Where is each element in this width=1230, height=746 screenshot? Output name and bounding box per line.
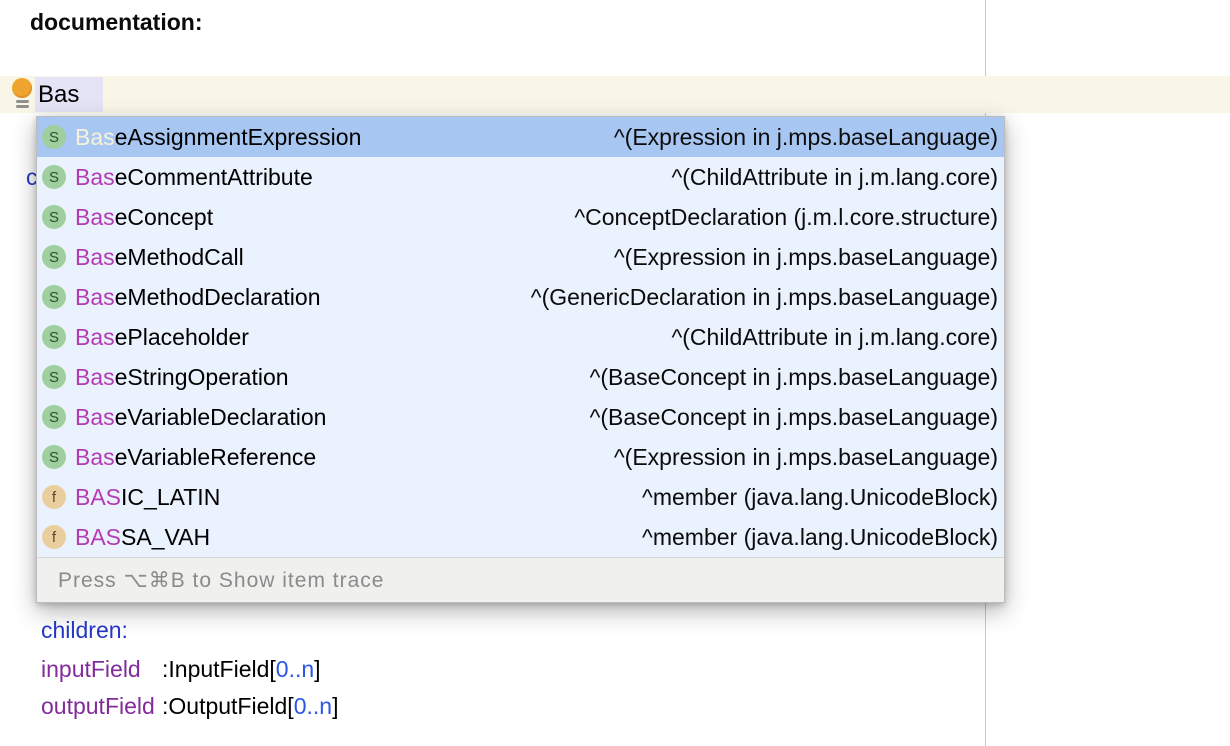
completion-item[interactable]: S BaseMethodDeclaration ^(GenericDeclara… bbox=[37, 277, 1004, 317]
item-kind-badge-icon: f bbox=[42, 525, 66, 549]
item-matched-prefix: BAS bbox=[75, 483, 122, 510]
child-bracket-close: ] bbox=[332, 693, 339, 719]
completion-item[interactable]: S BaseCommentAttribute ^(ChildAttribute … bbox=[37, 157, 1004, 197]
item-matched-prefix: Bas bbox=[75, 123, 115, 150]
item-type-annotation: ^member (java.lang.UnicodeBlock) bbox=[642, 523, 998, 550]
item-label: BASSA_VAH bbox=[75, 524, 210, 551]
item-label: BaseStringOperation bbox=[75, 364, 289, 391]
completion-popup-footer: Press ⌥⌘B to Show item trace bbox=[37, 557, 1004, 602]
item-kind-badge-icon: S bbox=[42, 445, 66, 469]
item-kind-badge-icon: S bbox=[42, 245, 66, 269]
completion-item[interactable]: f BASIC_LATIN ^member (java.lang.Unicode… bbox=[37, 477, 1004, 517]
completion-item[interactable]: S BaseVariableDeclaration ^(BaseConcept … bbox=[37, 397, 1004, 437]
child-type: :OutputField[ bbox=[162, 693, 294, 719]
item-kind-badge-icon: S bbox=[42, 205, 66, 229]
item-kind-badge-icon: S bbox=[42, 285, 66, 309]
item-type-annotation: ^(ChildAttribute in j.m.lang.core) bbox=[671, 163, 998, 190]
completion-item[interactable]: S BasePlaceholder ^(ChildAttribute in j.… bbox=[37, 317, 1004, 357]
item-type-annotation: ^(GenericDeclaration in j.mps.baseLangua… bbox=[530, 283, 998, 310]
item-type-annotation: ^(ChildAttribute in j.m.lang.core) bbox=[671, 323, 998, 350]
item-matched-prefix: Bas bbox=[75, 403, 115, 430]
intention-lightbulb-icon[interactable] bbox=[12, 78, 32, 109]
item-type-annotation: ^(Expression in j.mps.baseLanguage) bbox=[613, 243, 998, 270]
item-name-rest: eMethodDeclaration bbox=[114, 283, 321, 310]
documentation-label: documentation: bbox=[30, 9, 203, 35]
completion-item[interactable]: S BaseConcept ^ConceptDeclaration (j.m.l… bbox=[37, 197, 1004, 237]
item-name-rest: ePlaceholder bbox=[114, 323, 249, 350]
child-cardinality: 0..n bbox=[275, 656, 315, 682]
item-name-rest: eCommentAttribute bbox=[114, 163, 313, 190]
item-name-rest: eConcept bbox=[114, 203, 214, 230]
item-type-annotation: ^(BaseConcept in j.mps.baseLanguage) bbox=[589, 403, 998, 430]
item-name-rest: eStringOperation bbox=[114, 363, 289, 390]
item-matched-prefix: Bas bbox=[75, 363, 115, 390]
item-label: BaseMethodCall bbox=[75, 244, 244, 271]
child-name: outputField bbox=[41, 693, 155, 719]
item-matched-prefix: Bas bbox=[75, 243, 115, 270]
item-name-rest: eVariableDeclaration bbox=[114, 403, 327, 430]
item-label: BaseConcept bbox=[75, 204, 213, 231]
item-type-annotation: ^(Expression in j.mps.baseLanguage) bbox=[613, 123, 998, 150]
item-kind-badge-icon: S bbox=[42, 405, 66, 429]
item-name-rest: eVariableReference bbox=[114, 443, 317, 470]
item-label: BaseCommentAttribute bbox=[75, 164, 313, 191]
completion-popup: S BaseAssignmentExpression ^(Expression … bbox=[36, 116, 1005, 603]
item-kind-badge-icon: S bbox=[42, 365, 66, 389]
item-label: BaseMethodDeclaration bbox=[75, 284, 320, 311]
child-declaration-row[interactable]: inputField :InputField[0..n] bbox=[41, 651, 338, 688]
item-matched-prefix: Bas bbox=[75, 163, 115, 190]
item-kind-badge-icon: S bbox=[42, 325, 66, 349]
item-name-rest: eAssignmentExpression bbox=[114, 123, 362, 150]
child-type: :InputField[ bbox=[162, 656, 276, 682]
completion-list: S BaseAssignmentExpression ^(Expression … bbox=[37, 117, 1004, 557]
completion-item[interactable]: f BASSA_VAH ^member (java.lang.UnicodeBl… bbox=[37, 517, 1004, 557]
item-matched-prefix: BAS bbox=[75, 523, 122, 550]
children-section-label[interactable]: children: bbox=[41, 617, 128, 643]
completion-item[interactable]: S BaseStringOperation ^(BaseConcept in j… bbox=[37, 357, 1004, 397]
item-label: BaseAssignmentExpression bbox=[75, 124, 361, 151]
child-bracket-close: ] bbox=[314, 656, 321, 682]
lightbulb-glass bbox=[12, 78, 32, 98]
item-name-rest: SA_VAH bbox=[121, 523, 211, 550]
item-type-annotation: ^ConceptDeclaration (j.m.l.core.structur… bbox=[574, 203, 998, 230]
item-label: BaseVariableDeclaration bbox=[75, 404, 326, 431]
item-matched-prefix: Bas bbox=[75, 203, 115, 230]
item-matched-prefix: Bas bbox=[75, 323, 115, 350]
completion-item[interactable]: S BaseVariableReference ^(Expression in … bbox=[37, 437, 1004, 477]
item-kind-badge-icon: f bbox=[42, 485, 66, 509]
item-matched-prefix: Bas bbox=[75, 283, 115, 310]
item-type-annotation: ^(BaseConcept in j.mps.baseLanguage) bbox=[589, 363, 998, 390]
item-type-annotation: ^(Expression in j.mps.baseLanguage) bbox=[613, 443, 998, 470]
item-kind-badge-icon: S bbox=[42, 125, 66, 149]
occluded-editor-text: c bbox=[26, 164, 38, 190]
child-declaration-row[interactable]: outputField :OutputField[0..n] bbox=[41, 688, 338, 725]
completion-item[interactable]: S BaseAssignmentExpression ^(Expression … bbox=[37, 117, 1004, 157]
item-name-rest: IC_LATIN bbox=[121, 483, 221, 510]
editor-typed-cell[interactable]: Bas bbox=[35, 77, 103, 112]
completion-item[interactable]: S BaseMethodCall ^(Expression in j.mps.b… bbox=[37, 237, 1004, 277]
item-name-rest: eMethodCall bbox=[114, 243, 244, 270]
item-label: BaseVariableReference bbox=[75, 444, 316, 471]
item-label: BASIC_LATIN bbox=[75, 484, 220, 511]
child-cardinality: 0..n bbox=[293, 693, 333, 719]
typed-text: Bas bbox=[38, 80, 80, 108]
footer-hint-text: Press ⌥⌘B to Show item trace bbox=[58, 568, 385, 592]
editor-current-line-highlight bbox=[0, 76, 1230, 113]
child-name: inputField bbox=[41, 656, 141, 682]
item-type-annotation: ^member (java.lang.UnicodeBlock) bbox=[642, 483, 998, 510]
item-label: BasePlaceholder bbox=[75, 324, 249, 351]
lightbulb-base-line bbox=[15, 105, 29, 108]
children-rows: inputField:InputField[0..n] outputField:… bbox=[41, 651, 338, 725]
item-kind-badge-icon: S bbox=[42, 165, 66, 189]
item-matched-prefix: Bas bbox=[75, 443, 115, 470]
lightbulb-base-line bbox=[15, 100, 29, 103]
